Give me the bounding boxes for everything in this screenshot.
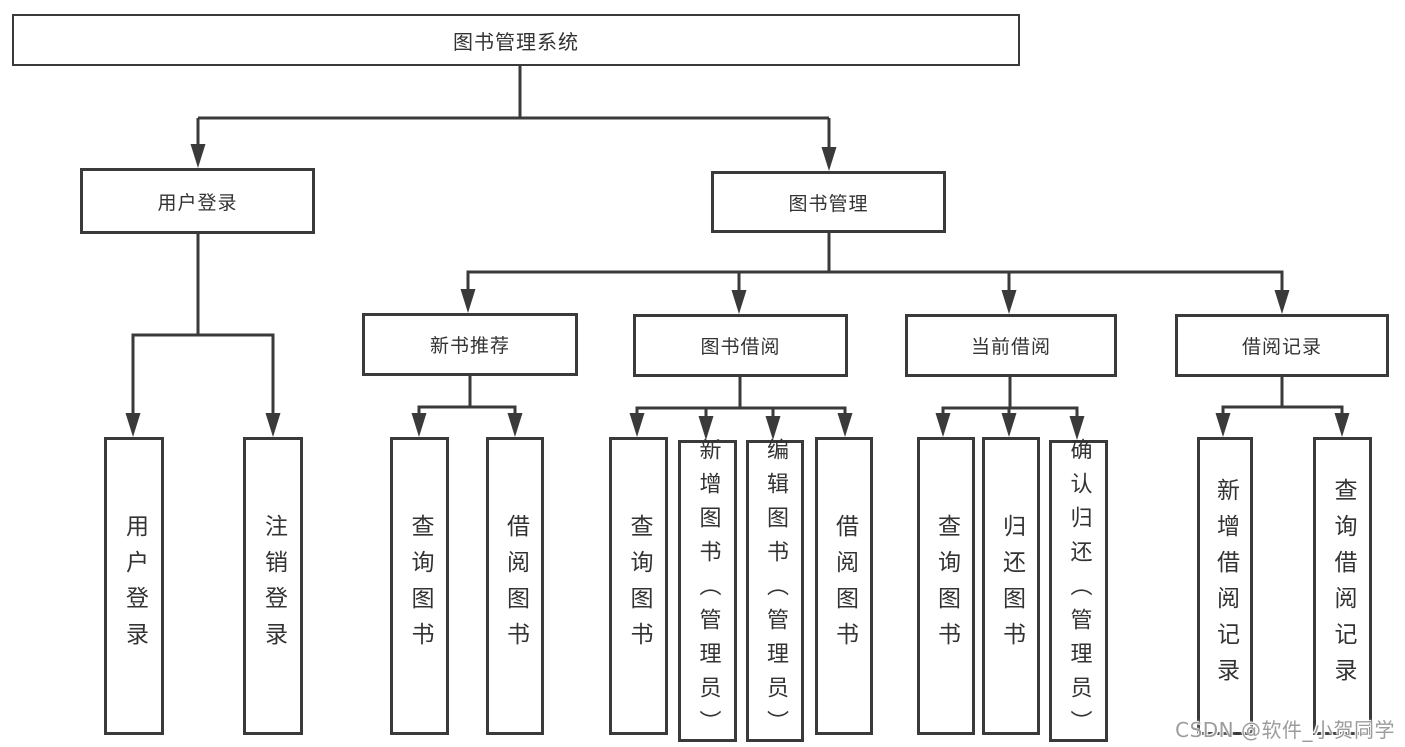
leaf-query-borrow-record: 查询借阅记录: [1313, 437, 1372, 735]
node-borrowing-records: 借阅记录: [1175, 314, 1389, 377]
leaf-return-books-label: 归还图书: [998, 514, 1025, 658]
leaf-borrow-books: 借阅图书: [815, 437, 873, 735]
leaf-confirm-return-admin-label: 确认归还（管理员）: [1066, 438, 1092, 744]
leaf-logout-label: 注销登录: [260, 514, 287, 658]
leaf-borrow-books-recommend: 借阅图书: [486, 437, 544, 735]
node-book-borrowing: 图书借阅: [633, 314, 848, 377]
node-current-borrowing: 当前借阅: [905, 314, 1117, 377]
node-new-book-recommendation-label: 新书推荐: [429, 335, 510, 357]
arrowheads: [125, 144, 1350, 440]
leaf-query-borrow-record-label: 查询借阅记录: [1330, 478, 1356, 694]
node-user-login-label: 用户登录: [157, 191, 238, 214]
node-new-book-recommendation: 新书推荐: [362, 313, 578, 376]
leaf-query-books-borrow-label: 查询图书: [626, 514, 652, 658]
leaf-edit-books-admin-label: 编辑图书（管理员）: [763, 438, 788, 744]
node-book-management: 图书管理: [711, 171, 946, 233]
leaf-add-borrow-record-label: 新增借阅记录: [1212, 478, 1239, 694]
node-book-management-label: 图书管理: [788, 192, 869, 215]
leaf-return-books: 归还图书: [982, 437, 1040, 735]
leaf-query-books-current-label: 查询图书: [933, 514, 960, 658]
leaf-confirm-return-admin: 确认归还（管理员）: [1049, 438, 1108, 744]
node-book-borrowing-label: 图书借阅: [700, 336, 781, 358]
leaf-user-login-label: 用户登录: [121, 514, 148, 658]
leaf-user-login: 用户登录: [104, 437, 164, 735]
leaf-query-books-recommend: 查询图书: [390, 437, 449, 735]
leaf-add-borrow-record: 新增借阅记录: [1197, 437, 1253, 735]
leaf-query-books-borrow: 查询图书: [609, 437, 668, 735]
node-user-login: 用户登录: [80, 168, 315, 234]
leaf-add-books-admin-label: 新增图书（管理员）: [695, 438, 721, 744]
node-root-system: 图书管理系统: [12, 14, 1020, 66]
leaf-add-books-admin: 新增图书（管理员）: [678, 438, 737, 744]
leaf-borrow-books-label: 借阅图书: [831, 514, 858, 658]
watermark: CSDN @软件_小贺同学: [1175, 718, 1395, 742]
leaf-edit-books-admin: 编辑图书（管理员）: [746, 438, 804, 744]
leaf-query-books-current: 查询图书: [917, 437, 975, 735]
node-current-borrowing-label: 当前借阅: [970, 336, 1051, 358]
node-borrowing-records-label: 借阅记录: [1241, 336, 1322, 358]
leaf-borrow-books-recommend-label: 借阅图书: [502, 514, 529, 658]
leaf-logout: 注销登录: [243, 437, 303, 735]
leaf-query-books-recommend-label: 查询图书: [407, 514, 433, 658]
node-root-label: 图书管理系统: [453, 29, 579, 54]
